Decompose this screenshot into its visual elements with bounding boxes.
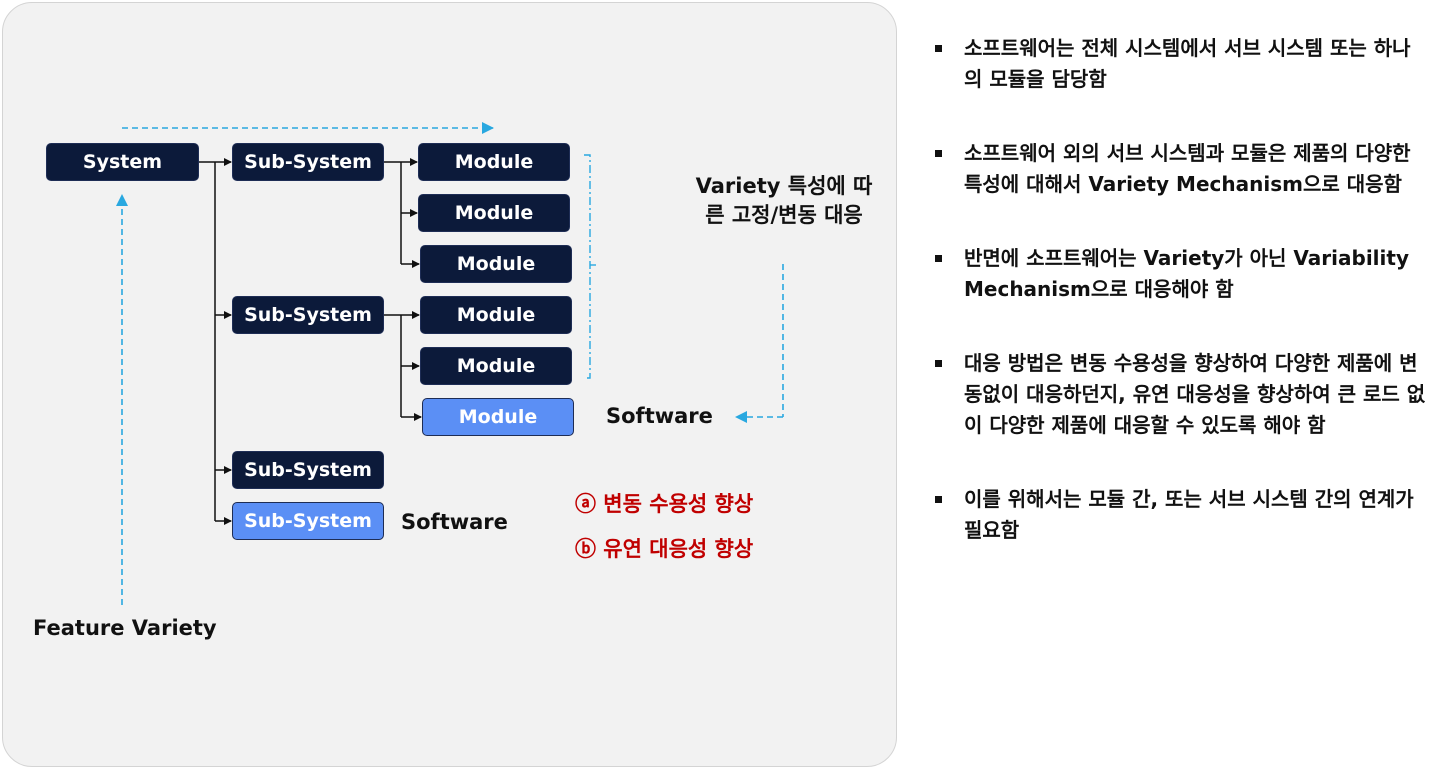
subsystem-box-3: Sub-System bbox=[232, 451, 384, 489]
bullet-square-icon bbox=[935, 255, 942, 262]
module-box-4: Module bbox=[420, 296, 572, 334]
system-label: System bbox=[82, 151, 163, 173]
bullet-text: 소프트웨어는 전체 시스템에서 서브 시스템 또는 하나의 모듈을 담당함 bbox=[964, 36, 1411, 91]
module-label: Module bbox=[454, 151, 534, 173]
module-group-bracket bbox=[584, 154, 591, 379]
bullet-item: 대응 방법은 변동 수용성을 향상하여 다양한 제품에 변동없이 대응하던지, … bbox=[932, 348, 1427, 441]
subsystem-box-1: Sub-System bbox=[232, 143, 384, 181]
bullet-item: 소프트웨어 외의 서브 시스템과 모듈은 제품의 다양한 특성에 대해서 Var… bbox=[932, 138, 1427, 200]
bullet-square-icon bbox=[935, 45, 942, 52]
bullet-square-icon bbox=[935, 150, 942, 157]
bullet-item: 이를 위해서는 모듈 간, 또는 서브 시스템 간의 연계가 필요함 bbox=[932, 484, 1427, 546]
bullet-list: 소프트웨어는 전체 시스템에서 서브 시스템 또는 하나의 모듈을 담당함 소프… bbox=[932, 33, 1427, 589]
improvement-b: ⓑ 유연 대응성 향상 bbox=[575, 537, 754, 561]
system-box: System bbox=[46, 143, 199, 181]
software-subsystem-label: Software bbox=[401, 510, 508, 534]
module-box-2: Module bbox=[418, 194, 570, 232]
feature-variety-label: Feature Variety bbox=[33, 616, 217, 640]
subsystem-box-software: Sub-System bbox=[232, 502, 384, 540]
module-label: Module bbox=[456, 304, 536, 326]
subsystem-label: Sub-System bbox=[244, 151, 372, 173]
subsystem-box-2: Sub-System bbox=[232, 296, 384, 334]
improvement-a: ⓐ 변동 수용성 향상 bbox=[575, 492, 754, 516]
module-box-3: Module bbox=[420, 245, 572, 283]
bullet-square-icon bbox=[935, 360, 942, 367]
subsystem-label: Sub-System bbox=[244, 459, 372, 481]
software-module-label: Software bbox=[606, 404, 713, 428]
subsystem-label: Sub-System bbox=[244, 304, 372, 326]
bullet-item: 반면에 소프트웨어는 Variety가 아닌 Variability Mecha… bbox=[932, 243, 1427, 305]
connector-lines bbox=[116, 122, 784, 605]
subsystem-label: Sub-System bbox=[244, 510, 372, 532]
variety-note: Variety 특성에 따른 고정/변동 대응 bbox=[695, 174, 873, 227]
module-box-5: Module bbox=[420, 347, 572, 385]
module-box-software: Module bbox=[422, 398, 574, 436]
bullet-item: 소프트웨어는 전체 시스템에서 서브 시스템 또는 하나의 모듈을 담당함 bbox=[932, 33, 1427, 95]
module-label: Module bbox=[454, 202, 534, 224]
bullet-text: 반면에 소프트웨어는 Variety가 아닌 Variability Mecha… bbox=[964, 246, 1409, 301]
bullet-text: 이를 위해서는 모듈 간, 또는 서브 시스템 간의 연계가 필요함 bbox=[964, 487, 1414, 542]
module-label: Module bbox=[458, 406, 538, 428]
module-box-1: Module bbox=[418, 143, 570, 181]
bullet-square-icon bbox=[935, 496, 942, 503]
module-label: Module bbox=[456, 355, 536, 377]
bullet-text: 소프트웨어 외의 서브 시스템과 모듈은 제품의 다양한 특성에 대해서 Var… bbox=[964, 141, 1411, 196]
bullet-text: 대응 방법은 변동 수용성을 향상하여 다양한 제품에 변동없이 대응하던지, … bbox=[964, 351, 1426, 437]
module-label: Module bbox=[456, 253, 536, 275]
